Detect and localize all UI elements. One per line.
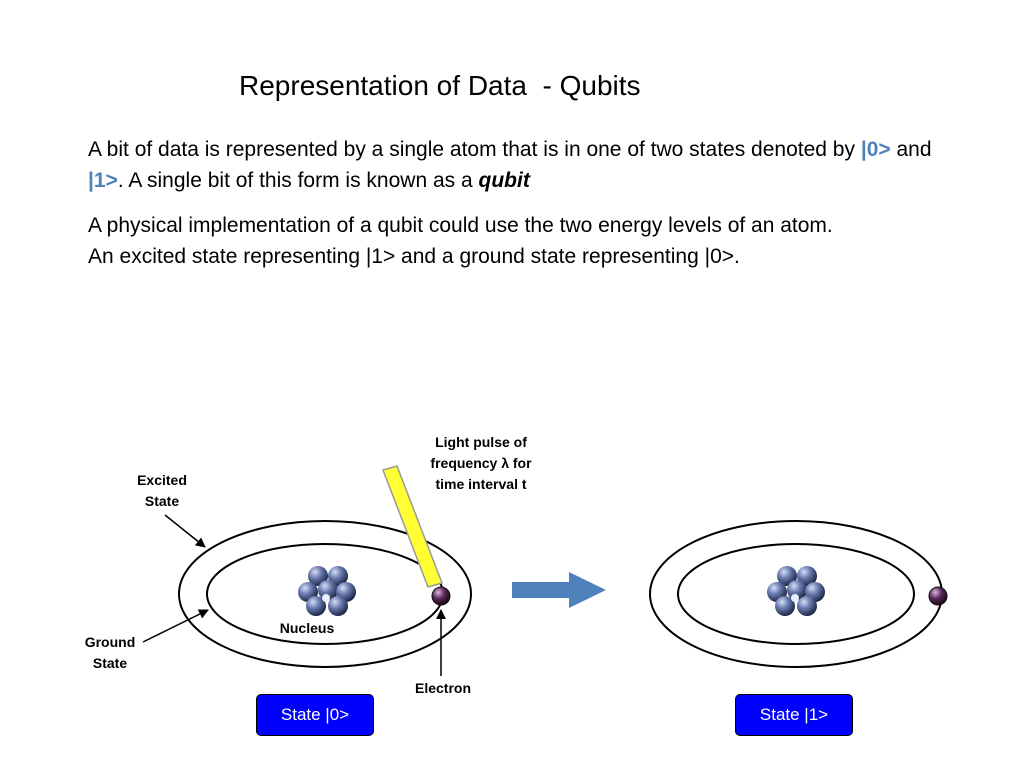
nucleus-right [767,566,825,616]
light-pulse-line1: Light pulse of [435,434,527,450]
state-1-button[interactable]: State |1> [735,694,853,736]
transition-arrow [512,572,606,608]
ket-1: |1> [88,169,118,192]
light-pulse-label: Light pulse of frequency λ for time inte… [400,432,562,495]
paragraph-physical-implementation: A physical implementation of a qubit cou… [88,210,968,272]
atom-left [178,520,472,668]
light-pulse-beam [382,465,443,588]
electron-label: Electron [414,680,471,696]
ground-line2: State [92,655,128,671]
atom-right [649,520,948,668]
light-pulse-line2: frequency λ for [430,455,532,471]
para1-text-c: . A single bit of this form is known as … [117,169,479,192]
electron-right [928,586,948,606]
ground-state-pointer [142,609,209,643]
ground-state-label: Ground State [60,632,160,674]
para2-line2: An excited state representing |1> and a … [88,245,740,268]
excited-state-label: Excited State [112,470,212,512]
excited-orbit-left [178,520,472,668]
light-pulse-line3: time interval t [435,476,527,492]
ground-line1: Ground [84,634,136,650]
qubit-term: qubit [478,169,530,192]
slide-title: Representation of Data - Qubits [239,70,641,101]
para1-text-b: and [890,138,932,161]
state-0-button[interactable]: State |0> [256,694,374,736]
excited-state-pointer [164,514,206,548]
nucleus-label: Nucleus [279,620,335,636]
para1-text-a: A bit of data is represented by a single… [88,138,861,161]
electron-left [431,586,451,606]
excited-line2: State [144,493,180,509]
paragraph-qubit-definition: A bit of data is represented by a single… [88,134,968,196]
ground-orbit-right [677,543,915,645]
nucleus-left [298,566,356,616]
excited-line1: Excited [137,472,187,488]
ket-0: |0> [860,138,891,161]
para2-line1: A physical implementation of a qubit cou… [88,214,833,237]
